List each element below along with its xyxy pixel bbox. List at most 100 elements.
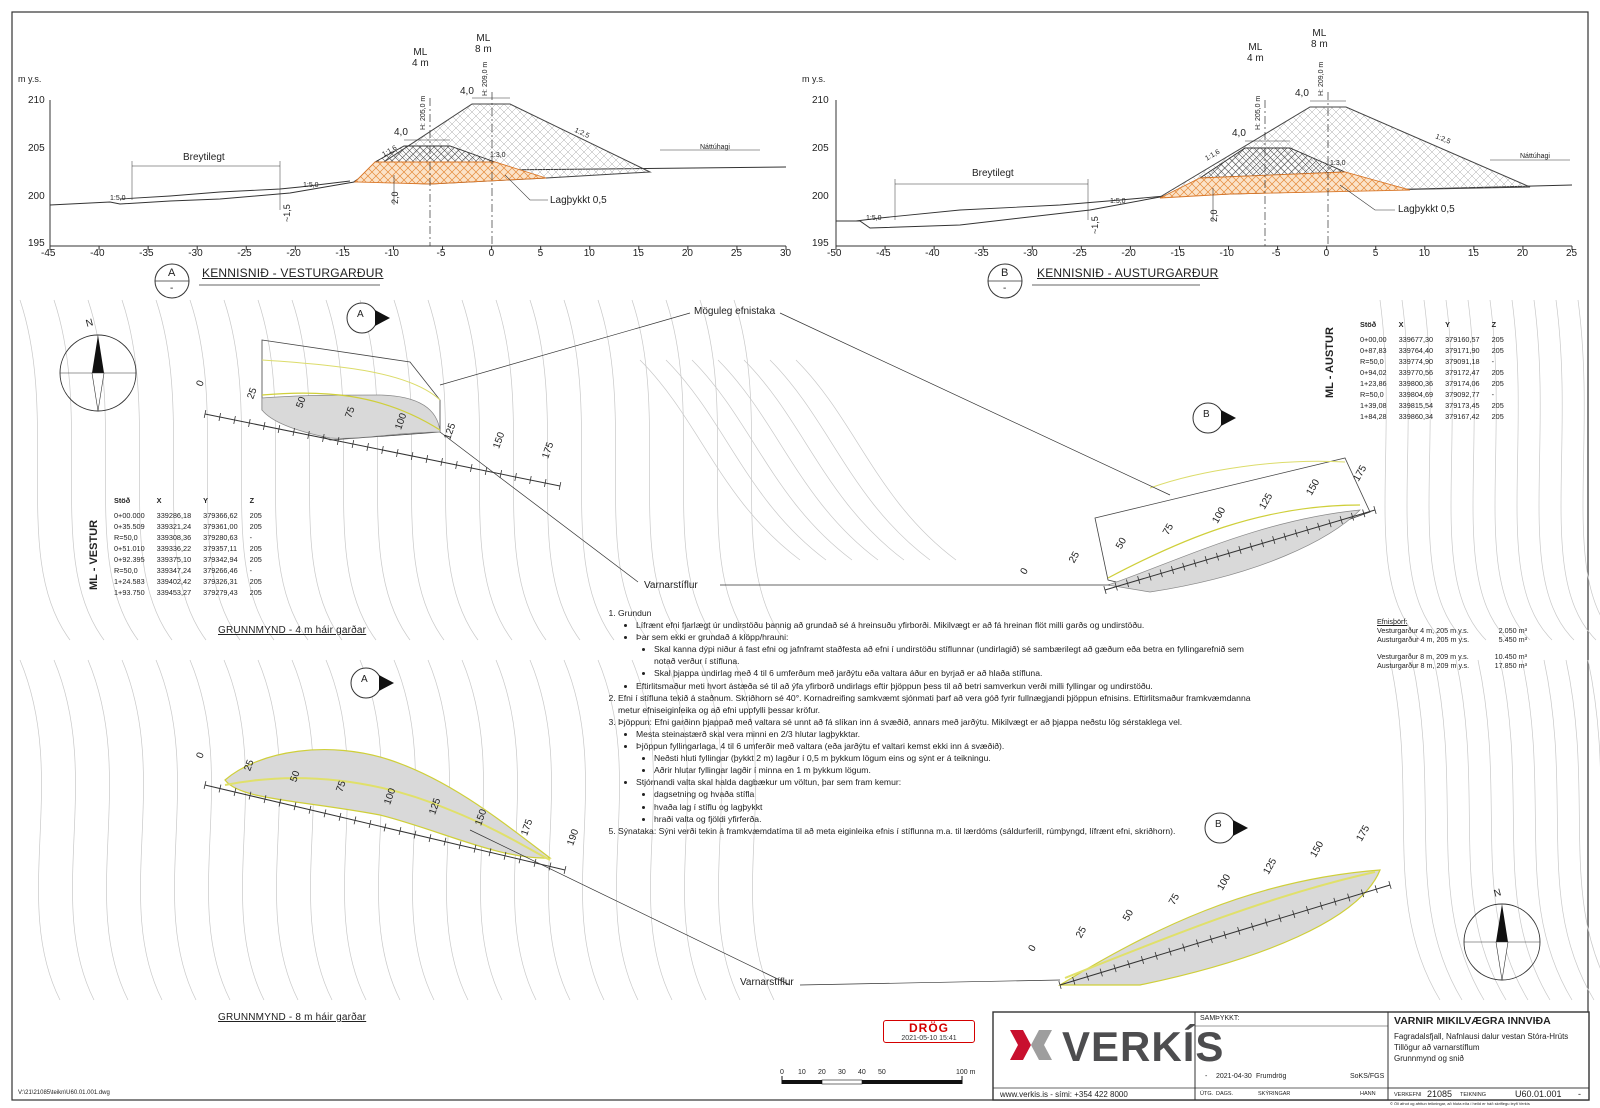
contour-line <box>427 659 469 1001</box>
plan-title-4m: GRUNNMYND - 4 m háir garðar <box>218 625 367 636</box>
volumes-title: Efnisþörf: <box>1377 617 1408 626</box>
station-tick <box>425 455 429 463</box>
station-tick <box>1140 956 1145 964</box>
station-tick <box>410 452 414 460</box>
vestur-cell: 205 <box>249 588 262 597</box>
section-a-marker-letter: A <box>168 267 176 279</box>
contour-line <box>733 299 785 641</box>
station-tick <box>1294 529 1298 538</box>
contour-line <box>743 359 905 561</box>
volume-value: 17.850 m³ <box>1494 661 1527 670</box>
vestur-cell: 0+35.509 <box>114 522 145 531</box>
station-tick <box>1085 972 1090 981</box>
vestur-cell: 339321,24 <box>156 522 192 531</box>
section-a-marker-sub: - <box>170 283 174 294</box>
volume-label: Austurgarður 4 m, 205 m y.s. <box>1377 635 1470 644</box>
note-1b: Þar sem ekki er grundað á klöpp/hrauni: … <box>636 631 1258 679</box>
austur-cell: - <box>1491 390 1495 399</box>
section-b-lag-leader <box>1339 184 1395 211</box>
austur-cell: 379173,45 <box>1445 401 1480 410</box>
project-line2: Tillögur að varnarstíflum <box>1394 1043 1480 1052</box>
station-tick <box>1283 532 1287 541</box>
section-a-natt: Náttúhagi <box>700 144 730 151</box>
company-logo-text: VERKÍS <box>1062 1023 1225 1070</box>
station-tick <box>1292 910 1296 919</box>
contour-line <box>1379 299 1421 641</box>
austur-cell: 1+23,86 <box>1360 379 1387 388</box>
rev-text: Frumdrög <box>1256 1073 1287 1080</box>
vestur-cell: 0+00.000 <box>114 511 145 520</box>
section-b-slope-ground1: 1:5,0 <box>866 215 882 222</box>
contour-line <box>529 659 571 1001</box>
contour-line <box>1499 659 1551 1001</box>
station-tick <box>548 862 552 871</box>
plan-upper-east <box>1094 457 1376 593</box>
austur-cell: 339815,54 <box>1398 401 1434 410</box>
contour-line <box>717 359 879 561</box>
station-tick <box>1168 947 1172 956</box>
vestur-cell: R=50,0 <box>114 566 138 575</box>
note-1c: Eftirlitsmaður meti hvort ástæða sé til … <box>636 680 1258 692</box>
contour-line <box>53 659 95 1001</box>
volume-label: Vesturgarður 8 m, 209 m y.s. <box>1377 652 1469 661</box>
contour-line <box>1445 299 1487 641</box>
station-tick <box>1127 960 1131 969</box>
contour-line <box>699 299 751 641</box>
station-tick <box>1328 519 1332 528</box>
varnar-leader-west <box>439 431 639 583</box>
contour-line <box>1389 659 1441 1001</box>
station-tick <box>470 464 473 472</box>
austur-cell: 339764,40 <box>1398 346 1434 355</box>
dam-footprint-east-4m <box>1107 509 1361 593</box>
rev-mark: - <box>1205 1073 1208 1080</box>
project-line1: Fagradalsfjall, Nafnlausi dalur vestan S… <box>1394 1032 1569 1041</box>
volume-row: Vesturgarður 8 m, 209 m y.s.10.450 m³ <box>1377 652 1527 661</box>
volume-value: 2.050 m³ <box>1498 626 1527 635</box>
station-tick <box>383 823 387 832</box>
x-tick-label: -35 <box>974 248 989 259</box>
station-tick <box>533 858 537 867</box>
efnistaka-label: Möguleg efnistaka <box>694 306 776 317</box>
contour-line <box>19 659 61 1001</box>
section-a-ytick: 195 <box>28 238 45 249</box>
vestur-cell: 205 <box>249 577 262 586</box>
plan-marker-b-lower-letter: B <box>1215 819 1222 830</box>
scale-tick: 0 <box>780 1069 784 1076</box>
contour-line <box>563 299 615 641</box>
station-tick <box>488 848 492 857</box>
station-tick <box>368 819 372 828</box>
station-tick <box>1182 943 1186 952</box>
station-tick <box>218 784 222 793</box>
contour-line <box>1489 299 1531 641</box>
section-b-austur <box>835 92 1573 250</box>
scale-tick: 10 <box>798 1069 806 1076</box>
vestur-cell: - <box>249 566 253 575</box>
scale-bar <box>781 1076 963 1085</box>
vestur-cell: 379361,00 <box>203 522 238 531</box>
austur-cell: R=50,0 <box>1360 357 1384 366</box>
contour-line <box>325 299 377 641</box>
draft-date: 2021-05-10 15:41 <box>901 1035 957 1042</box>
varnarstiflur-label-upper: Varnarstíflur <box>644 580 698 591</box>
station-tick <box>529 476 532 484</box>
teikning-label: TEIKNING <box>1460 1092 1486 1098</box>
note-3c1: dagsetning og hvaða stífla <box>654 788 1258 800</box>
station-tick <box>293 802 297 811</box>
vestur-header: Z <box>249 496 255 505</box>
x-tick-label: -45 <box>41 248 56 259</box>
vestur-cell: 339286,18 <box>156 511 192 520</box>
vestur-cell: - <box>249 533 253 542</box>
section-a-ml4-label: ML 4 m <box>412 47 429 69</box>
station-tick <box>473 844 477 853</box>
note-1b1: Skal kanna dýpi niður á fast efni og jaf… <box>654 643 1258 667</box>
note-3c2: hvaða lag í stíflu og lagþykkt <box>654 801 1258 813</box>
company-web: www.verkis.is - sími: +354 422 8000 <box>1000 1090 1128 1099</box>
dam-footprint-east-8m <box>1057 869 1381 986</box>
